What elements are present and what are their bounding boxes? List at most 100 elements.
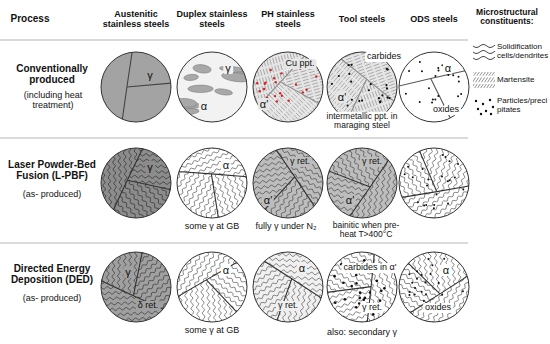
texture-line <box>401 125 434 231</box>
texture-line <box>143 232 148 343</box>
precipitate <box>419 61 421 63</box>
texture-line <box>303 199 412 223</box>
texture-line <box>415 216 506 279</box>
texture-line <box>79 260 190 269</box>
texture-line <box>230 66 309 144</box>
precipitate <box>434 99 436 101</box>
texture-line <box>214 231 223 342</box>
row-separator <box>0 138 468 139</box>
precipitate <box>363 259 366 262</box>
texture-line <box>453 266 508 344</box>
micrograph <box>171 52 252 122</box>
texture-line <box>78 249 189 258</box>
precipitate <box>457 95 459 97</box>
micrograph <box>101 49 175 126</box>
micrograph-outline <box>327 148 397 218</box>
precipitate <box>416 270 418 272</box>
phase-label: γ ret. <box>276 301 300 311</box>
texture-line <box>317 44 354 149</box>
row-header: Laser Powder-Bed Fusion (L-PBF) <box>3 159 101 181</box>
phase-label: δ ret. <box>136 301 161 311</box>
annotation: some γ at GB <box>183 222 242 232</box>
texture-line <box>121 232 126 343</box>
texture-line <box>476 227 489 337</box>
micrograph-ground <box>101 52 171 122</box>
phase-label: α <box>199 100 209 112</box>
texture-line <box>220 21 327 51</box>
texture-line <box>157 118 213 214</box>
micrograph-outline <box>399 252 469 322</box>
precipitate <box>449 160 451 162</box>
grain <box>372 227 495 344</box>
grain-boundary <box>127 180 174 190</box>
texture-line <box>81 146 192 153</box>
texture-line <box>247 226 266 336</box>
precipitate <box>423 204 425 206</box>
texture-line <box>102 266 189 334</box>
texture-line <box>317 36 389 121</box>
texture-line <box>137 108 195 203</box>
texture-line <box>106 128 114 239</box>
phase-label: α' <box>258 98 270 110</box>
texture-line <box>80 276 191 285</box>
texture-line <box>413 131 472 225</box>
texture-line <box>243 53 322 131</box>
texture-line <box>77 232 188 241</box>
precipitate <box>378 97 380 99</box>
texture-line <box>345 130 397 228</box>
texture-line <box>376 132 464 200</box>
texture-line <box>387 258 479 321</box>
texture-line <box>274 231 294 340</box>
precipitate <box>445 156 447 158</box>
precipitate <box>421 291 423 293</box>
texture-line <box>407 135 467 229</box>
texture-line <box>237 43 267 150</box>
phase-label: α <box>443 62 453 74</box>
grain <box>77 231 192 344</box>
precipitate <box>347 105 349 107</box>
row-header: Conventionally produced <box>3 63 101 85</box>
precipitate <box>431 264 433 266</box>
texture-line <box>315 135 424 157</box>
precipitate <box>338 75 340 77</box>
texture-line <box>111 128 119 239</box>
texture-line <box>99 141 167 229</box>
phase-label: γ ret. <box>288 157 312 167</box>
texture-line <box>450 107 509 201</box>
texture-line <box>161 261 249 328</box>
texture-line <box>327 125 341 235</box>
row-separator <box>0 243 468 244</box>
precipitate <box>355 274 358 277</box>
texture-line <box>307 28 379 113</box>
texture-line <box>233 64 312 142</box>
martensite-sample <box>483 72 495 88</box>
texture-line <box>127 232 132 343</box>
texture-line <box>140 112 242 156</box>
precipitate <box>428 87 430 89</box>
texture-line <box>91 251 178 321</box>
texture-line <box>242 229 251 340</box>
texture-line <box>230 224 250 333</box>
texture-line <box>79 212 190 218</box>
texture-line <box>240 42 270 149</box>
phase-label: carbides <box>365 52 403 62</box>
precipitate <box>423 300 425 302</box>
grain-boundary <box>127 83 175 87</box>
texture-line <box>312 32 384 117</box>
precipitate <box>379 299 382 302</box>
column-header: Duplex stainless steels <box>174 10 250 30</box>
texture-line <box>285 233 304 343</box>
texture-line <box>117 128 124 239</box>
phase-label: Cu ppt. <box>283 59 316 69</box>
texture-line <box>225 41 332 71</box>
texture-line <box>401 235 455 332</box>
precipitate <box>315 75 317 77</box>
texture-line <box>147 113 205 208</box>
texture-line <box>80 168 191 174</box>
texture-line <box>225 223 245 332</box>
texture-line <box>220 76 299 154</box>
grain-boundary <box>406 261 440 294</box>
texture-line <box>384 121 418 227</box>
legend-text: Martensite <box>497 76 549 85</box>
